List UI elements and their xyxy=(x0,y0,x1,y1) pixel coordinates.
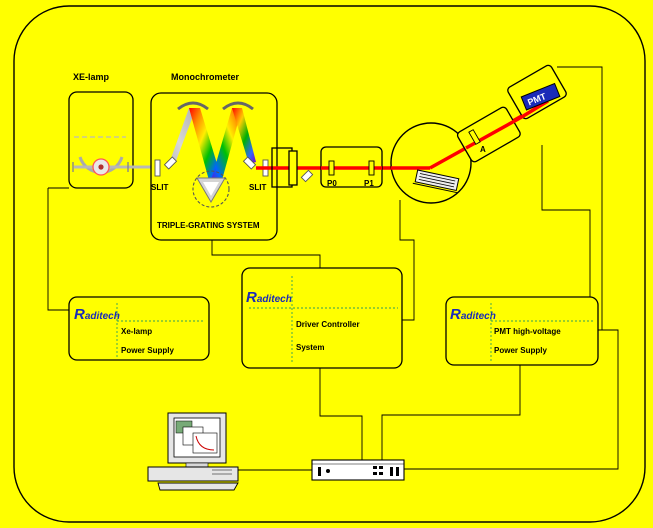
p1-label: P1 xyxy=(364,179,374,188)
polarizer-p1 xyxy=(368,160,375,176)
mono-fold-mirror-left xyxy=(163,156,178,170)
mono-mirror-left xyxy=(177,101,209,111)
mono-beam-rainbow-2 xyxy=(210,108,242,184)
slit-label-left: SLIT xyxy=(151,183,168,192)
pmt-supply-line2: Power Supply xyxy=(494,346,547,355)
mono-beam-rainbow-1 xyxy=(189,108,222,184)
laser-out-chamber xyxy=(429,146,467,170)
analyzer-a xyxy=(468,129,481,145)
diag-mirror-small xyxy=(300,169,314,183)
pmt-supply-brand: Raditech xyxy=(450,306,496,323)
xe-supply-box xyxy=(68,296,210,361)
laser-in-pmt xyxy=(519,99,549,120)
triple-grating-label: TRIPLE-GRATING SYSTEM xyxy=(157,221,260,230)
rack-controller-icon xyxy=(311,459,405,481)
pmt-supply-box xyxy=(445,296,599,366)
mono-beam-rainbow-3 xyxy=(232,108,256,164)
xe-supply-line2: Power Supply xyxy=(121,346,174,355)
wiring xyxy=(47,66,619,471)
driver-box xyxy=(241,267,403,369)
mono-fold-mirror-right xyxy=(242,156,257,170)
xe-supply-line1: Xe-lamp xyxy=(121,327,152,336)
triple-grating-icon xyxy=(192,170,230,208)
monochrometer-title: Monochrometer xyxy=(171,72,240,82)
slit-label-right: SLIT xyxy=(249,183,266,192)
xe-lamp-title: XE-lamp xyxy=(73,72,110,82)
computer-icon xyxy=(147,412,239,491)
lens-icon xyxy=(271,147,298,188)
driver-line2: System xyxy=(296,343,324,352)
entrance-slit xyxy=(154,159,161,177)
sample-stage-icon xyxy=(412,169,460,194)
mono-beam-grey xyxy=(170,108,196,161)
analyzer-label: A xyxy=(480,145,486,154)
pmt-supply-line1: PMT high-voltage xyxy=(494,327,561,336)
p0-label: P0 xyxy=(327,179,337,188)
polarizer-p0 xyxy=(328,160,335,176)
outer-frame xyxy=(13,5,646,523)
mono-mirror-right xyxy=(222,101,254,111)
xe-lamp-bulb-icon xyxy=(92,158,110,176)
xe-supply-brand: Raditech xyxy=(74,306,120,323)
driver-brand: Raditech xyxy=(246,289,292,306)
driver-line1: Driver Controller xyxy=(296,320,360,329)
pmt-label-plate: PMT xyxy=(520,82,561,111)
